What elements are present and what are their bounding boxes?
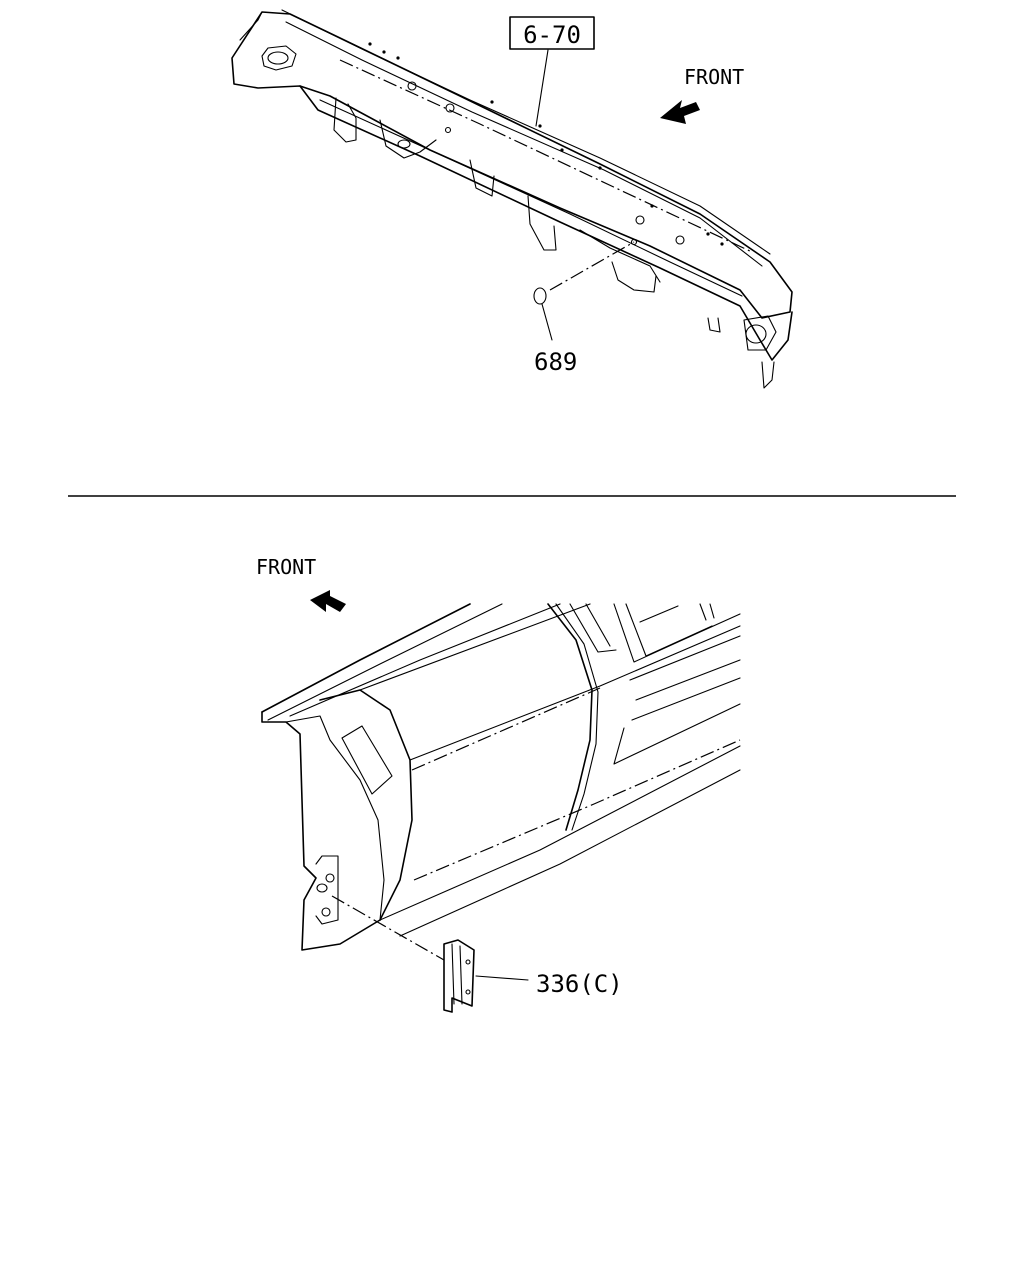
ref-box-6-70	[509, 16, 595, 50]
upper-front-label: FRONT	[684, 65, 744, 89]
lower-front-label: FRONT	[256, 555, 316, 579]
leader-336c	[475, 975, 529, 981]
body-side-panel	[261, 603, 741, 951]
lower-front-arrow-icon	[310, 590, 346, 612]
cross-member-assembly	[231, 9, 793, 389]
part-689-label: 689	[534, 348, 577, 376]
leader-689-centerline	[549, 241, 635, 291]
leader-689	[541, 303, 553, 341]
leader-6-70	[535, 49, 549, 127]
part-689-grommet	[533, 287, 547, 305]
part-336c-label: 336(C)	[536, 970, 623, 998]
ref-box-6-70-label: 6-70	[523, 21, 581, 49]
part-336c-bracket	[443, 939, 475, 1013]
upper-front-arrow-icon	[660, 100, 700, 124]
leader-336c-centerline	[331, 895, 445, 961]
